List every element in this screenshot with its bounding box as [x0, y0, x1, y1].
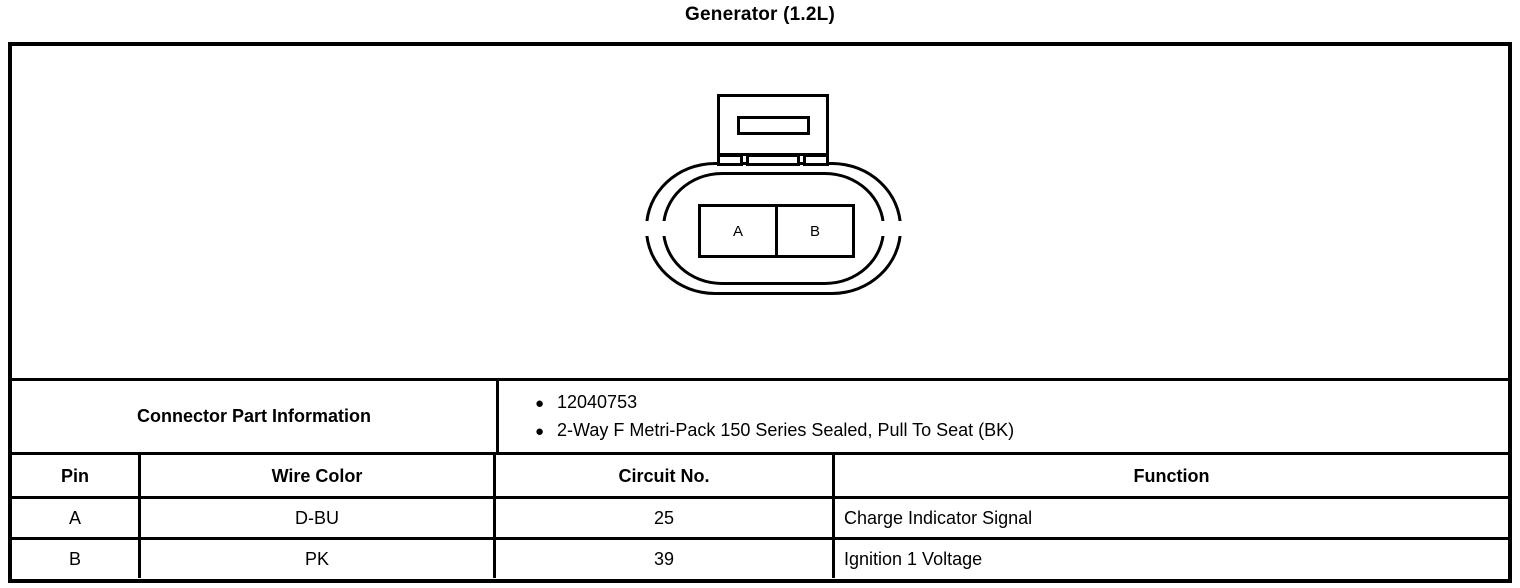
connector-part-information-label: Connector Part Information	[12, 381, 499, 452]
latch-slot-icon	[737, 116, 810, 135]
connector-info-frame: A B Connector Part Information ● 1204075…	[8, 42, 1512, 583]
cell-wire-color: PK	[141, 540, 496, 578]
cell-function: Charge Indicator Signal	[844, 508, 1033, 528]
cell-circuit-no: 39	[496, 540, 835, 578]
table-header-row: Pin Wire Color Circuit No. Function	[12, 455, 1508, 496]
column-header-circuit-no: Circuit No.	[496, 455, 835, 496]
list-item: ● 2-Way F Metri-Pack 150 Series Sealed, …	[535, 417, 1508, 445]
cell-pin: B	[12, 540, 141, 578]
shell-notch-inner-right-icon	[879, 221, 886, 236]
pin-table: Pin Wire Color Circuit No. Function A D-…	[12, 452, 1508, 578]
terminal-cavity-b: B	[775, 207, 852, 255]
bullet-icon: ●	[535, 395, 545, 412]
cavity-label-b: B	[809, 222, 820, 240]
connector-part-information-values: ● 12040753 ● 2-Way F Metri-Pack 150 Seri…	[499, 381, 1508, 452]
table-row: A D-BU 25 Charge Indicator Signal	[12, 496, 1508, 537]
shell-notch-inner-left-icon	[661, 221, 668, 236]
connector-part-information-row: Connector Part Information ● 12040753 ● …	[12, 378, 1508, 452]
connector-diagram-area: A B	[12, 46, 1508, 378]
terminal-cavity-group: A B	[698, 204, 855, 258]
terminal-cavity-a: A	[701, 207, 775, 255]
connector-part-description: 2-Way F Metri-Pack 150 Series Sealed, Pu…	[557, 420, 1015, 440]
column-header-wire-color: Wire Color	[141, 455, 496, 496]
bullet-icon: ●	[535, 423, 545, 440]
page-title: Generator (1.2L)	[685, 4, 835, 25]
table-row: B PK 39 Ignition 1 Voltage	[12, 537, 1508, 578]
list-item: ● 12040753	[535, 389, 1508, 417]
latch-foot-center-icon	[746, 154, 800, 166]
cell-function: Ignition 1 Voltage	[844, 549, 983, 569]
cell-wire-color: D-BU	[141, 499, 496, 537]
shell-notch-outer-left-icon	[644, 221, 651, 236]
cell-circuit-no: 25	[496, 499, 835, 537]
column-header-pin: Pin	[12, 455, 141, 496]
connector-part-number: 12040753	[557, 392, 638, 412]
cell-pin: A	[12, 499, 141, 537]
column-header-function: Function	[1133, 465, 1210, 486]
latch-foot-right-icon	[803, 154, 829, 166]
shell-notch-outer-right-icon	[896, 221, 903, 236]
latch-foot-left-icon	[717, 154, 743, 166]
connector-2way-female-icon: A B	[634, 94, 914, 344]
cavity-label-a: A	[732, 222, 743, 240]
